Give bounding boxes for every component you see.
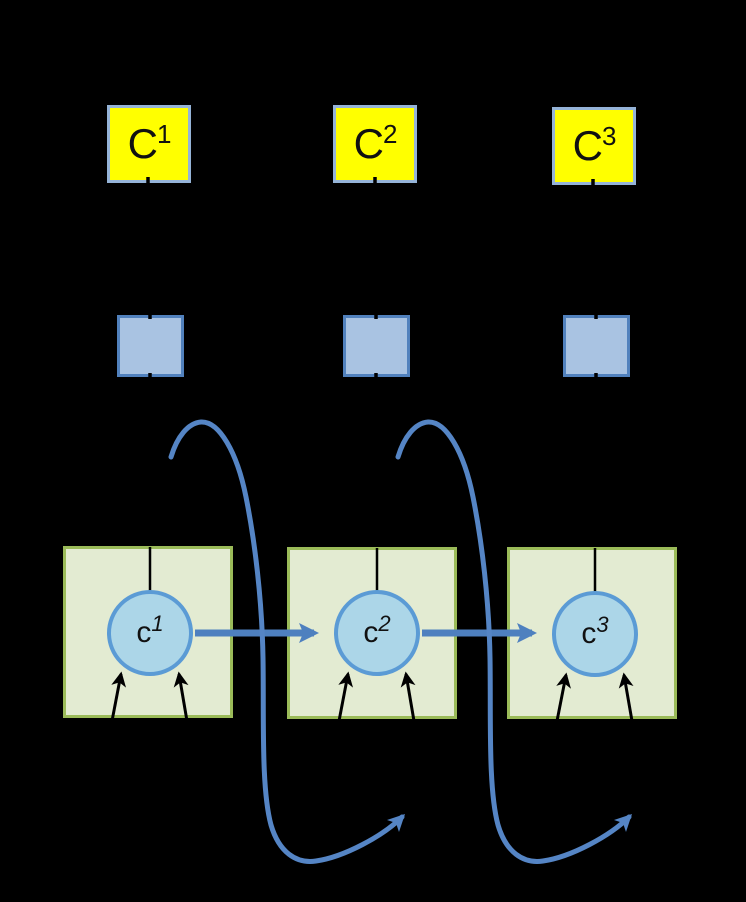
memory-cell-3: C3 — [552, 107, 636, 185]
hidden-square-3 — [563, 315, 630, 377]
memory-cell-3-label: C3 — [572, 121, 617, 169]
memory-cell-1: C1 — [107, 105, 191, 183]
memory-cell-1-label: C1 — [127, 119, 172, 167]
hidden-square-1 — [117, 315, 184, 377]
cell-state-2-label: c2 — [363, 611, 391, 649]
cell-state-circle-1: c1 — [107, 590, 193, 676]
memory-cell-2-label: C2 — [353, 119, 398, 167]
cell-state-1-label: c1 — [136, 611, 164, 649]
cell-state-circle-3: c3 — [552, 591, 638, 677]
hidden-square-2 — [343, 315, 410, 377]
cell-state-circle-2: c2 — [334, 590, 420, 676]
cell-state-3-label: c3 — [581, 612, 609, 650]
memory-cell-2: C2 — [333, 105, 417, 183]
